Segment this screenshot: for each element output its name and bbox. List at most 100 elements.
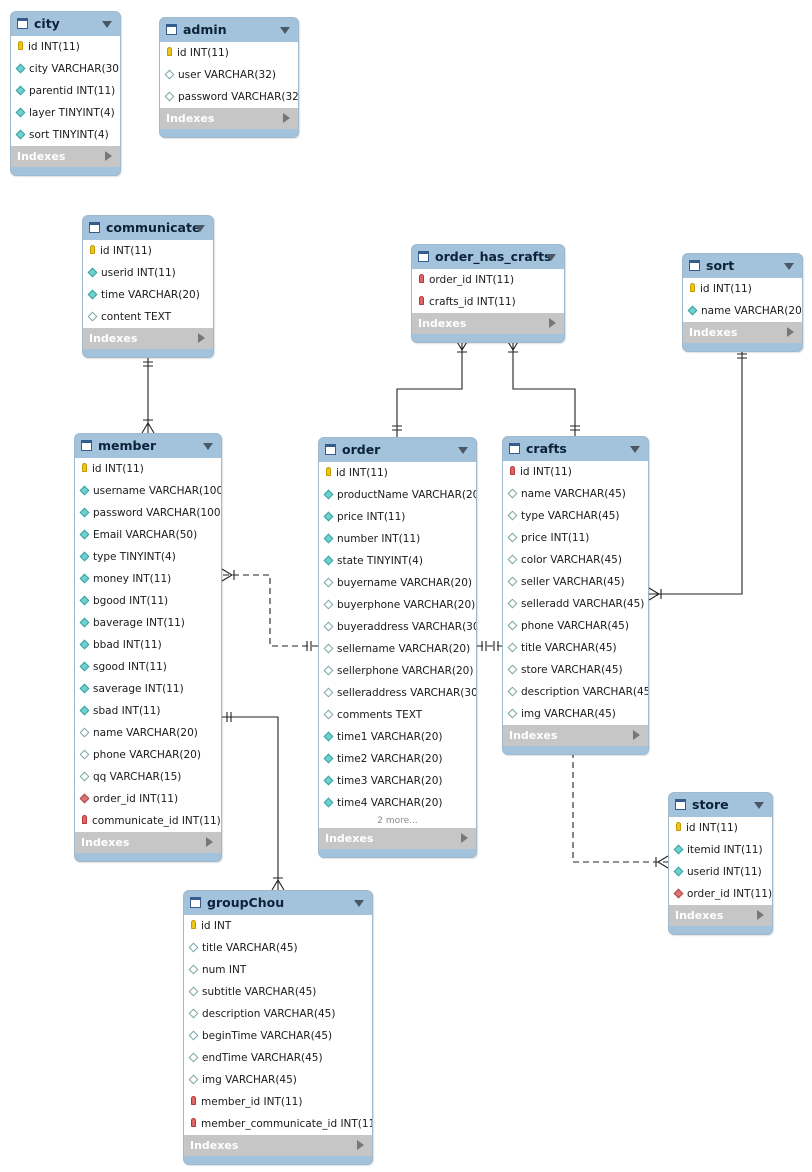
expand-arrow-icon[interactable] (198, 333, 205, 343)
column-row[interactable]: itemid INT(11) (669, 839, 772, 861)
column-row[interactable]: phone VARCHAR(45) (503, 615, 648, 637)
column-row[interactable]: Email VARCHAR(50) (75, 524, 221, 546)
column-row[interactable]: endTime VARCHAR(45) (184, 1047, 372, 1069)
column-row[interactable]: qq VARCHAR(15) (75, 766, 221, 788)
column-row[interactable]: description VARCHAR(45) (503, 681, 648, 703)
column-row[interactable]: beginTime VARCHAR(45) (184, 1025, 372, 1047)
column-row[interactable]: id INT(11) (683, 278, 802, 300)
column-row[interactable]: time2 VARCHAR(20) (319, 748, 476, 770)
collapse-arrow-icon[interactable] (354, 900, 364, 907)
relationship-line[interactable] (222, 716, 279, 890)
table-header[interactable]: city (11, 12, 120, 36)
column-row[interactable]: sort TINYINT(4) (11, 124, 120, 146)
column-row[interactable]: user VARCHAR(32) (160, 64, 298, 86)
column-row[interactable]: state TINYINT(4) (319, 550, 476, 572)
column-row[interactable]: description VARCHAR(45) (184, 1003, 372, 1025)
relationship-line[interactable] (512, 340, 576, 436)
table-header[interactable]: crafts (503, 437, 648, 461)
table-header[interactable]: groupChou (184, 891, 372, 915)
column-row[interactable]: number INT(11) (319, 528, 476, 550)
column-row[interactable]: color VARCHAR(45) (503, 549, 648, 571)
column-row[interactable]: sbad INT(11) (75, 700, 221, 722)
column-row[interactable]: sellerphone VARCHAR(20) (319, 660, 476, 682)
collapse-arrow-icon[interactable] (102, 21, 112, 28)
column-row[interactable]: name VARCHAR(20) (683, 300, 802, 322)
column-row[interactable]: content TEXT (83, 306, 213, 328)
column-row[interactable]: name VARCHAR(20) (75, 722, 221, 744)
column-row[interactable]: time3 VARCHAR(20) (319, 770, 476, 792)
indexes-section[interactable]: Indexes (412, 313, 564, 334)
column-row[interactable]: userid INT(11) (83, 262, 213, 284)
column-row[interactable]: title VARCHAR(45) (503, 637, 648, 659)
column-row[interactable]: money INT(11) (75, 568, 221, 590)
column-row[interactable]: city VARCHAR(30) (11, 58, 120, 80)
indexes-section[interactable]: Indexes (669, 905, 772, 926)
expand-arrow-icon[interactable] (357, 1140, 364, 1150)
column-row[interactable]: baverage INT(11) (75, 612, 221, 634)
column-row[interactable]: buyerphone VARCHAR(20) (319, 594, 476, 616)
relationship-line[interactable] (572, 752, 668, 863)
column-row[interactable]: productName VARCHAR(20) (319, 484, 476, 506)
column-row[interactable]: buyeraddress VARCHAR(30) (319, 616, 476, 638)
collapse-arrow-icon[interactable] (203, 443, 213, 450)
table-header[interactable]: member (75, 434, 221, 458)
column-row[interactable]: selleradd VARCHAR(45) (503, 593, 648, 615)
column-row[interactable]: layer TINYINT(4) (11, 102, 120, 124)
column-row[interactable]: time1 VARCHAR(20) (319, 726, 476, 748)
column-row[interactable]: bbad INT(11) (75, 634, 221, 656)
column-row[interactable]: crafts_id INT(11) (412, 291, 564, 313)
column-row[interactable]: type TINYINT(4) (75, 546, 221, 568)
relationship-line[interactable] (396, 340, 463, 437)
column-row[interactable]: type VARCHAR(45) (503, 505, 648, 527)
column-row[interactable]: buyername VARCHAR(20) (319, 572, 476, 594)
column-row[interactable]: seller VARCHAR(45) (503, 571, 648, 593)
column-row[interactable]: name VARCHAR(45) (503, 483, 648, 505)
collapse-arrow-icon[interactable] (784, 263, 794, 270)
column-row[interactable]: selleraddress VARCHAR(30) (319, 682, 476, 704)
expand-arrow-icon[interactable] (757, 910, 764, 920)
indexes-section[interactable]: Indexes (160, 108, 298, 129)
column-row[interactable]: order_id INT(11) (669, 883, 772, 905)
indexes-section[interactable]: Indexes (184, 1135, 372, 1156)
collapse-arrow-icon[interactable] (754, 802, 764, 809)
column-row[interactable]: bgood INT(11) (75, 590, 221, 612)
column-row[interactable]: id INT(11) (319, 462, 476, 484)
indexes-section[interactable]: Indexes (683, 322, 802, 343)
collapse-arrow-icon[interactable] (630, 446, 640, 453)
expand-arrow-icon[interactable] (461, 833, 468, 843)
column-row[interactable]: phone VARCHAR(20) (75, 744, 221, 766)
expand-arrow-icon[interactable] (206, 837, 213, 847)
column-row[interactable]: sgood INT(11) (75, 656, 221, 678)
column-row[interactable]: parentid INT(11) (11, 80, 120, 102)
column-row[interactable]: price INT(11) (503, 527, 648, 549)
column-row[interactable]: time VARCHAR(20) (83, 284, 213, 306)
table-header[interactable]: order (319, 438, 476, 462)
column-row[interactable]: password VARCHAR(32) (160, 86, 298, 108)
expand-arrow-icon[interactable] (283, 113, 290, 123)
column-row[interactable]: img VARCHAR(45) (184, 1069, 372, 1091)
column-row[interactable]: member_id INT(11) (184, 1091, 372, 1113)
relationship-line[interactable] (649, 349, 743, 595)
table-header[interactable]: admin (160, 18, 298, 42)
column-row[interactable]: order_id INT(11) (412, 269, 564, 291)
column-row[interactable]: id INT(11) (11, 36, 120, 58)
column-row[interactable]: member_communicate_id INT(11) (184, 1113, 372, 1135)
column-row[interactable]: price INT(11) (319, 506, 476, 528)
column-row[interactable]: order_id INT(11) (75, 788, 221, 810)
table-header[interactable]: order_has_crafts (412, 245, 564, 269)
column-row[interactable]: img VARCHAR(45) (503, 703, 648, 725)
collapse-arrow-icon[interactable] (195, 225, 205, 232)
column-row[interactable]: communicate_id INT(11) (75, 810, 221, 832)
column-row[interactable]: store VARCHAR(45) (503, 659, 648, 681)
collapse-arrow-icon[interactable] (458, 447, 468, 454)
table-header[interactable]: sort (683, 254, 802, 278)
indexes-section[interactable]: Indexes (11, 146, 120, 167)
indexes-section[interactable]: Indexes (319, 828, 476, 849)
expand-arrow-icon[interactable] (633, 730, 640, 740)
indexes-section[interactable]: Indexes (75, 832, 221, 853)
column-row[interactable]: id INT(11) (669, 817, 772, 839)
